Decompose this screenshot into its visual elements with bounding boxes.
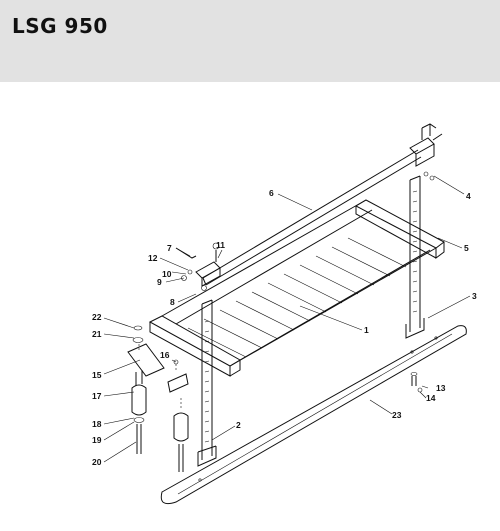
callout-7: 7 [167, 243, 172, 253]
upper-rail [202, 149, 422, 286]
callout-10: 10 [162, 269, 172, 279]
callout-21: 21 [92, 329, 102, 339]
top-clamp-right [409, 123, 443, 167]
callout-12: 12 [148, 253, 158, 263]
callout-20: 20 [92, 457, 102, 467]
callout-8: 8 [170, 297, 175, 307]
callout-18: 18 [92, 419, 102, 429]
support-frame [148, 199, 445, 377]
callout-23: 23 [392, 410, 402, 420]
callout-1: 1 [364, 325, 369, 335]
callout-6: 6 [269, 188, 274, 198]
callout-16: 16 [160, 350, 170, 360]
callout-17: 17 [92, 391, 102, 401]
header-bar: LSG 950 [0, 0, 500, 82]
callout-13: 13 [436, 383, 446, 393]
callout-4: 4 [466, 191, 471, 201]
callout-labels: 1 2 3 4 5 6 7 8 9 10 11 12 13 14 15 16 1… [92, 188, 477, 467]
right-rear-column [405, 175, 425, 339]
callout-15: 15 [92, 370, 102, 380]
left-foot-parts [127, 325, 189, 472]
right-small-parts [410, 171, 435, 393]
callout-11: 11 [216, 240, 225, 250]
guide-bar [160, 325, 467, 505]
callout-5: 5 [464, 243, 469, 253]
callout-19: 19 [92, 435, 102, 445]
leader-lines [103, 175, 471, 463]
exploded-parts-diagram: 1 2 3 4 5 6 7 8 9 10 11 12 13 14 15 16 1… [0, 82, 500, 526]
left-clamp-assembly [175, 242, 221, 291]
callout-14: 14 [426, 393, 436, 403]
page-title: LSG 950 [12, 14, 108, 38]
callout-2: 2 [236, 420, 241, 430]
front-column [197, 299, 217, 467]
callout-22: 22 [92, 312, 102, 322]
callout-9: 9 [157, 277, 162, 287]
callout-3: 3 [472, 291, 477, 301]
